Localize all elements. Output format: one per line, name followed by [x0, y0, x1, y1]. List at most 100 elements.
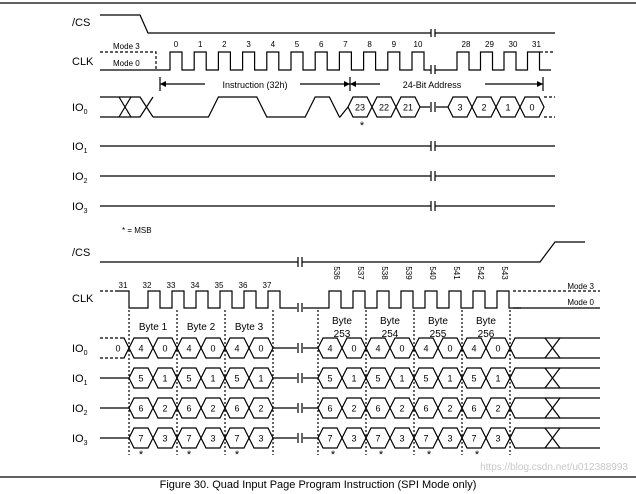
- data-cell-value: 2: [210, 404, 215, 414]
- io3-label: IO3: [72, 201, 88, 215]
- io2-tail: [509, 397, 600, 419]
- io2-x-mark: [544, 397, 561, 419]
- clk-break: [297, 303, 303, 312]
- io-break: [297, 403, 303, 413]
- clock-number: 9: [392, 40, 397, 49]
- data-cell-value: 1: [495, 374, 500, 384]
- data-cell-value: 7: [186, 434, 191, 444]
- data-cell-value: 2: [258, 404, 263, 414]
- byte-number: 254: [382, 329, 399, 340]
- arrow-head-left: [350, 81, 356, 87]
- data-cell-value: 2: [351, 404, 356, 414]
- io-break-gap: [431, 201, 435, 211]
- msb-marker: *: [475, 449, 480, 461]
- address-cell-value: 0: [529, 103, 534, 113]
- clock-number: 32: [143, 281, 152, 290]
- clock-number: 539: [404, 266, 413, 280]
- data-cell-value: 3: [258, 434, 263, 444]
- clock-number: 2: [222, 40, 227, 49]
- clock-number: 29: [485, 40, 494, 49]
- io1-tail: [509, 367, 600, 389]
- arrow-head-right: [537, 81, 543, 87]
- data-cell-value: 1: [258, 374, 263, 384]
- io1-label: IO1: [72, 141, 88, 155]
- data-cell-value: 2: [495, 404, 500, 414]
- msb-marker: *: [379, 449, 384, 461]
- cs-signal: [100, 241, 585, 263]
- clk-label: CLK: [72, 56, 94, 68]
- clock-number: 37: [263, 281, 272, 290]
- cs-break: [430, 29, 436, 37]
- clock-number: 5: [295, 40, 300, 49]
- address-cell-value: 1: [505, 103, 510, 113]
- data-cell-value: 6: [423, 404, 428, 414]
- data-cell-value: 1: [447, 374, 452, 384]
- mode3-label: Mode 3: [567, 282, 594, 291]
- io3-label: IO3: [72, 433, 88, 447]
- clock-number: 8: [367, 40, 372, 49]
- clock-number: 33: [167, 281, 176, 290]
- byte-number: 255: [430, 329, 447, 340]
- io0-break-gap: [431, 102, 435, 112]
- data-cell-value: 5: [471, 374, 476, 384]
- address-cell: [519, 96, 545, 118]
- data-cell-value: 7: [327, 434, 332, 444]
- byte-label: Byte: [380, 316, 400, 327]
- byte-label: Byte 1: [139, 322, 168, 333]
- io0-x-mark: [118, 96, 132, 118]
- io0-tail: [509, 337, 600, 359]
- data-cell-value: 0: [447, 344, 452, 354]
- data-cell-value: 4: [423, 344, 428, 354]
- cs-label: /CS: [72, 17, 90, 29]
- clock-number: 537: [356, 266, 365, 280]
- address-cell-value: 21: [403, 103, 413, 113]
- data-cell-value: 4: [234, 344, 239, 354]
- io0-lead-dashed: [100, 337, 120, 359]
- data-cell-value: 6: [327, 404, 332, 414]
- address-cell-value: 22: [379, 103, 389, 113]
- data-cell-value: 1: [210, 374, 215, 384]
- msb-marker: *: [235, 449, 240, 461]
- clock-number: 536: [332, 266, 341, 280]
- data-cell-value: 1: [351, 374, 356, 384]
- byte-label: Byte: [332, 316, 352, 327]
- clock-number: 1: [198, 40, 203, 49]
- io-break: [430, 141, 436, 151]
- data-cell-value: 5: [186, 374, 191, 384]
- data-cell-value: 4: [138, 344, 143, 354]
- address-cell-value: 3: [457, 103, 462, 113]
- clk-mode3-dashed: [100, 51, 157, 70]
- arrow-head-right: [344, 81, 350, 87]
- io3-x-mark: [544, 427, 561, 449]
- data-cell-value: 4: [375, 344, 380, 354]
- io-break: [297, 373, 303, 383]
- io3-tail: [509, 427, 600, 449]
- io-break-gap: [431, 141, 435, 151]
- clock-number: 35: [215, 281, 224, 290]
- data-cell-value: 2: [162, 404, 167, 414]
- data-cell-value: 3: [351, 434, 356, 444]
- data-cell-value: 2: [447, 404, 452, 414]
- clk-signal-b: [436, 51, 551, 71]
- byte-label: Byte 3: [235, 322, 264, 333]
- data-cell-value: 1: [399, 374, 404, 384]
- msb-marker: *: [331, 449, 336, 461]
- io0-label: IO0: [72, 102, 88, 116]
- data-cell-value: 2: [399, 404, 404, 414]
- data-cell-value: 0: [351, 344, 356, 354]
- cs-break: [297, 257, 303, 267]
- data-cell-value: 3: [210, 434, 215, 444]
- cs-break-gap: [298, 257, 302, 267]
- msb-note: * = MSB: [122, 226, 152, 235]
- mode3-label: Mode 3: [113, 42, 140, 51]
- clk-break: [430, 65, 436, 74]
- clk-signal-b: [303, 290, 521, 309]
- clock-number: 36: [239, 281, 248, 290]
- clock-number: 28: [462, 40, 471, 49]
- data-cell-value: 5: [234, 374, 239, 384]
- io0-dont-care: [100, 96, 154, 118]
- cs-signal: [100, 14, 555, 34]
- msb-marker: *: [360, 120, 365, 132]
- io-break: [430, 201, 436, 211]
